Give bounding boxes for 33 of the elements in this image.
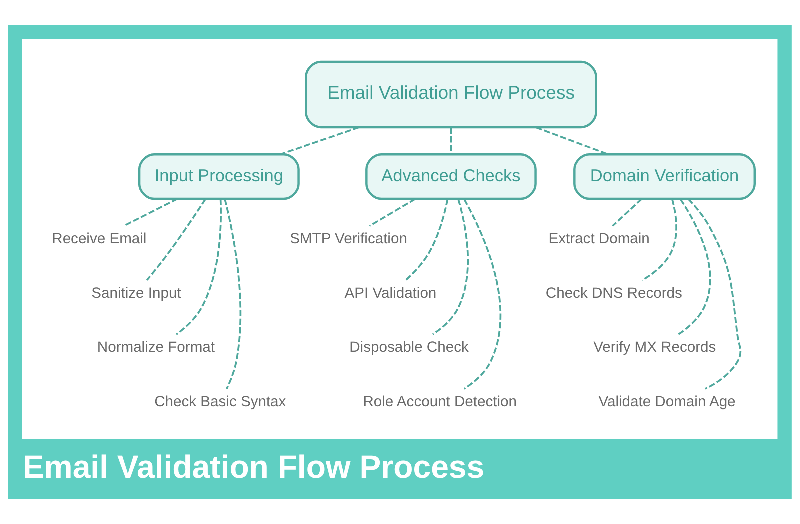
connector — [369, 198, 416, 227]
diagram-title: Email Validation Flow Process — [22, 448, 485, 485]
node-box: Email Validation Flow Process — [305, 60, 598, 129]
node-text: Normalize Format — [97, 340, 215, 356]
connector — [642, 198, 678, 282]
node-text: Disposable Check — [350, 340, 469, 356]
connector — [464, 199, 502, 390]
connector — [688, 198, 742, 390]
connector — [224, 199, 242, 390]
connector — [176, 199, 222, 336]
cluster — [22, 39, 778, 440]
node-text: Verify MX Records — [594, 340, 716, 356]
node-text: Validate Domain Age — [598, 394, 736, 411]
node-text: Check Basic Syntax — [154, 394, 286, 411]
connector — [405, 199, 449, 282]
connector — [536, 126, 609, 156]
connector — [146, 198, 206, 281]
connector — [280, 126, 360, 156]
node-text: Role Account Detection — [363, 394, 518, 411]
connector — [124, 198, 178, 227]
connector — [612, 198, 643, 227]
connector — [678, 198, 712, 336]
node-text: Sanitize Input — [92, 286, 182, 302]
node-text: Receive Email — [52, 232, 147, 248]
node-text: API Validation — [344, 286, 437, 302]
connector — [450, 128, 452, 154]
node-text: Extract Domain — [548, 232, 650, 248]
node-text: Check DNS Records — [546, 286, 682, 302]
node-box: Input Processing — [138, 154, 300, 200]
node-text: SMTP Verification — [290, 232, 408, 248]
node-box: Domain Verification — [574, 154, 756, 200]
connector — [432, 199, 469, 336]
node-box: Advanced Checks — [366, 154, 537, 200]
